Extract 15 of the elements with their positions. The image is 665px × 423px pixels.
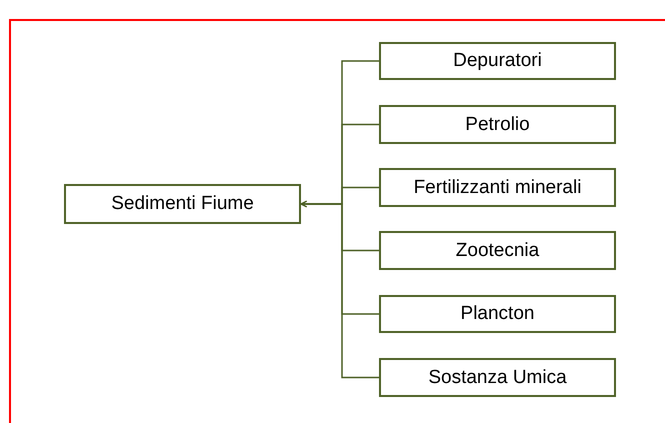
box-label: Zootecnia: [456, 240, 540, 262]
process-box: [379, 105, 616, 144]
process-box: [379, 231, 616, 270]
process-box: [379, 168, 616, 207]
process-box: [379, 295, 616, 333]
box-label: Plancton: [460, 303, 534, 325]
box-label: Sedimenti Fiume: [111, 193, 254, 215]
process-box: [379, 42, 616, 80]
connector-arrow: [300, 200, 379, 378]
process-box: [379, 358, 616, 397]
box-label: Petrolio: [465, 114, 530, 136]
box-label: Depuratori: [453, 50, 542, 72]
box-label: Fertilizzanti minerali: [414, 176, 582, 198]
box-label: Sostanza Umica: [428, 366, 567, 388]
process-box: [64, 184, 301, 224]
